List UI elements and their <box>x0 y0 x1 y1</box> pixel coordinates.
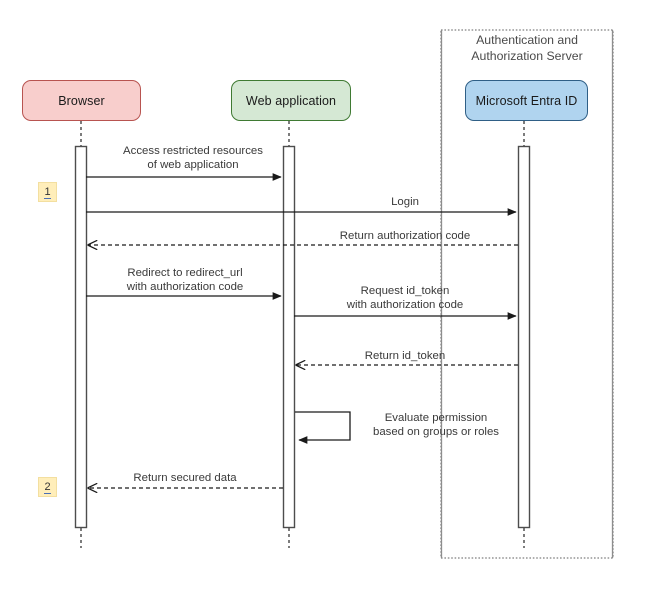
message-arrow-7-self-loop <box>295 411 351 444</box>
participant-microsoft-entra-id-label: Microsoft Entra ID <box>475 93 578 108</box>
message-label-2: Login <box>340 195 470 209</box>
participant-browser[interactable]: Browser <box>22 80 141 121</box>
step-marker-1-label: 1 <box>44 185 51 199</box>
message-label-1: Access restricted resources of web appli… <box>98 144 288 172</box>
message-label-3: Return authorization code <box>300 229 510 243</box>
activation-bar-webapp <box>282 145 296 529</box>
message-label-3-line1: Return authorization code <box>339 230 471 242</box>
auth-server-frame-title-line1: Authentication and <box>476 33 578 47</box>
step-marker-1[interactable]: 1 <box>38 182 57 202</box>
participant-web-application-label: Web application <box>245 93 337 108</box>
message-label-7-line2: based on groups or roles <box>372 426 499 438</box>
message-label-7-line1: Evaluate permission <box>384 412 488 424</box>
message-label-4-line2: with authorization code <box>126 281 244 293</box>
activation-bar-browser <box>74 145 88 529</box>
message-label-5: Request id_token with authorization code <box>315 284 495 312</box>
participant-browser-label: Browser <box>58 93 105 108</box>
step-marker-2-label: 2 <box>44 480 51 494</box>
message-label-6-line1: Return id_token <box>364 350 446 362</box>
message-label-1-line1: Access restricted resources <box>123 145 263 157</box>
activation-bar-entra <box>517 145 531 529</box>
message-label-7: Evaluate permission based on groups or r… <box>356 411 516 439</box>
message-label-4-line1: Redirect to redirect_url <box>127 267 243 279</box>
step-marker-2[interactable]: 2 <box>38 477 57 497</box>
participant-web-application[interactable]: Web application <box>231 80 351 121</box>
message-label-2-line1: Login <box>391 196 419 208</box>
message-label-1-line2: of web application <box>147 159 239 171</box>
message-label-4: Redirect to redirect_url with authorizat… <box>100 266 270 294</box>
message-label-5-line1: Request id_token <box>360 285 450 297</box>
auth-server-frame-title: Authentication and Authorization Server <box>441 33 613 64</box>
participant-microsoft-entra-id[interactable]: Microsoft Entra ID <box>465 80 588 121</box>
message-label-6: Return id_token <box>315 349 495 363</box>
auth-server-frame-title-line2: Authorization Server <box>471 48 583 63</box>
message-label-5-line2: with authorization code <box>346 299 464 311</box>
message-label-8-line1: Return secured data <box>133 472 237 484</box>
message-label-8: Return secured data <box>105 471 265 485</box>
